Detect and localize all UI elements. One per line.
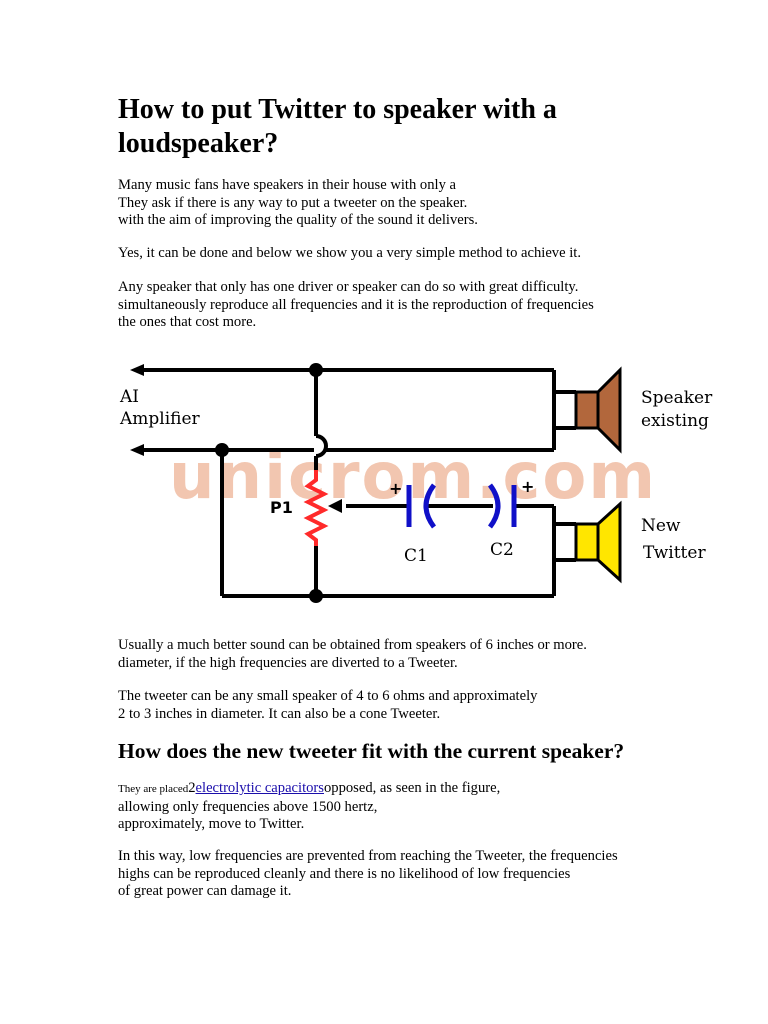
method-paragraph: Yes, it can be done and below we show yo… — [118, 245, 718, 263]
label-c2: C2 — [490, 540, 514, 560]
paragraph-line: Yes, it can be done and below we show yo… — [118, 245, 581, 261]
c1-plus-sign: + — [389, 479, 402, 498]
paragraph-line: with the aim of improving the quality of… — [118, 212, 478, 228]
crossover-circuit-diagram: unicrom.com — [119, 363, 713, 603]
label-twitter: Twitter — [643, 543, 706, 563]
potentiometer-p1 — [303, 470, 329, 546]
paragraph-line: highs can be reproduced cleanly and ther… — [118, 865, 571, 882]
paragraph-line: simultaneously reproduce all frequencies… — [118, 296, 594, 313]
paragraph-line: 2 to 3 inches in diameter. It can also b… — [118, 705, 441, 722]
paragraph-line: They ask if there is any way to put a tw… — [118, 194, 468, 211]
paragraph-line: Many music fans have speakers in their h… — [118, 177, 457, 193]
junction-dots — [215, 363, 323, 603]
paragraph-line: They are placed2electrolytic capacitorso… — [118, 780, 718, 799]
new-tweeter-icon — [574, 500, 622, 584]
wiper-arrow — [328, 499, 342, 513]
paragraph-line: The tweeter can be any small speaker of … — [118, 688, 538, 704]
label-amplifier: Amplifier — [119, 409, 201, 429]
difficulty-paragraph: Any speaker that only has one driver or … — [118, 279, 718, 332]
capacitor-c1 — [406, 483, 437, 529]
paragraph-line: Any speaker that only has one driver or … — [118, 279, 579, 295]
watermark-text: unicrom.com — [169, 440, 657, 514]
paragraph-line: diameter, if the high frequencies are di… — [118, 654, 458, 671]
intro-paragraph: Many music fans have speakers in their h… — [118, 177, 718, 230]
capacitor-count: 2 — [188, 780, 196, 796]
label-speaker: Speaker — [641, 388, 713, 408]
lead-text: They are placed — [118, 783, 189, 795]
label-c1: C1 — [404, 546, 428, 566]
paragraph-line: allowing only frequencies above 1500 her… — [118, 798, 378, 815]
paragraph-line: Usually a much better sound can be obtai… — [118, 637, 587, 653]
tweeter-paragraph: The tweeter can be any small speaker of … — [118, 688, 718, 723]
label-existing: existing — [641, 411, 709, 431]
label-p1: P1 — [270, 498, 293, 517]
capacitor-c2 — [487, 483, 517, 529]
sound-paragraph: Usually a much better sound can be obtai… — [118, 637, 718, 672]
capacitor-paragraph: They are placed2electrolytic capacitorso… — [118, 780, 718, 834]
input-terminal-bottom — [130, 444, 144, 456]
label-new: New — [641, 516, 681, 536]
paragraph-line-rest: opposed, as seen in the figure, — [323, 780, 501, 796]
paragraph-line: In this way, low frequencies are prevent… — [118, 848, 618, 864]
paragraph-line: approximately, move to Twitter. — [118, 816, 305, 832]
circuit-wires — [140, 368, 576, 598]
electrolytic-capacitors-link[interactable]: electrolytic capacitors — [195, 780, 324, 796]
input-terminal-top — [130, 364, 144, 376]
label-ai: AI — [119, 387, 139, 407]
c2-plus-sign: + — [521, 477, 534, 496]
paragraph-line: the ones that cost more. — [118, 314, 257, 330]
paragraph-line: of great power can damage it. — [118, 883, 292, 899]
existing-speaker-icon — [574, 366, 622, 454]
section-heading: How does the new tweeter fit with the cu… — [118, 739, 625, 763]
page-title: How to put Twitter to speaker with a lou… — [118, 94, 557, 159]
conclusion-paragraph: In this way, low frequencies are prevent… — [118, 848, 718, 901]
